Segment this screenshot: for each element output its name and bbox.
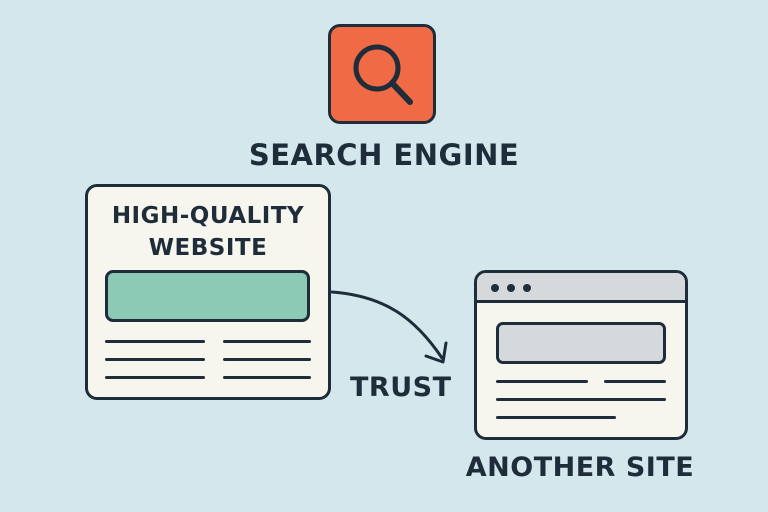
source-site-title: HIGH-QUALITY WEBSITE	[111, 203, 305, 261]
search-engine-label: SEARCH ENGINE	[248, 138, 520, 172]
text-line	[223, 376, 311, 379]
magnifier-icon	[353, 44, 413, 105]
text-line	[496, 380, 588, 383]
text-line	[604, 380, 666, 383]
text-line	[105, 340, 205, 343]
target-site-content-bar	[496, 322, 666, 364]
source-site-content-bar	[105, 270, 310, 322]
window-dot-icon	[507, 284, 515, 292]
text-line	[496, 398, 666, 401]
text-line	[223, 358, 311, 361]
target-site-label: ANOTHER SITE	[465, 452, 695, 483]
text-line	[105, 376, 205, 379]
text-line	[223, 340, 311, 343]
trust-label: TRUST	[350, 372, 452, 403]
window-dot-icon	[491, 284, 499, 292]
text-line	[105, 358, 205, 361]
window-dot-icon	[523, 284, 531, 292]
search-engine-icon-box	[328, 24, 436, 124]
text-line	[496, 416, 616, 419]
